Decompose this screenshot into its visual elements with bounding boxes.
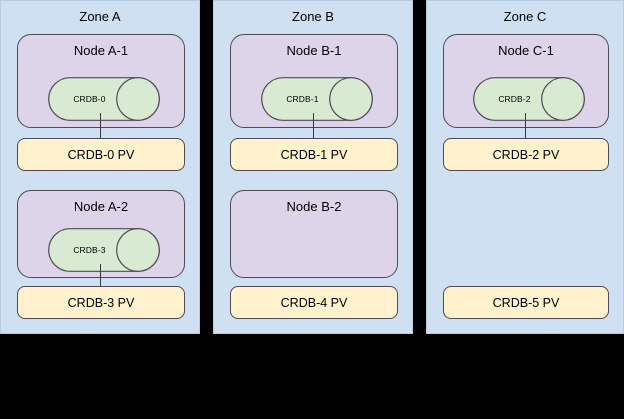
node-b-1-label: Node B-1 [286,43,342,58]
zone-c: Zone C Node C-1 CRDB-2 CRDB-2 PV CRDB-5 … [426,0,624,334]
zone-a: Zone A Node A-1 CRDB-0 CRDB-0 PV Node A-… [0,0,200,334]
node-b-2: Node B-2 [230,190,398,278]
node-a-2-label: Node A-2 [73,199,129,214]
zone-a-title: Zone A [79,9,121,24]
connector-c-1 [525,113,526,139]
pod-crdb-0: CRDB-0 [48,77,160,121]
pv-crdb-1: CRDB-1 PV [230,138,398,171]
zone-b: Zone B Node B-1 CRDB-1 CRDB-1 PV Node B-… [213,0,413,334]
connector-a-2 [100,264,101,286]
pod-crdb-0-label: CRDB-0 [73,94,106,104]
zone-b-title: Zone B [292,9,334,24]
pv-crdb-3-label: CRDB-3 PV [67,295,135,310]
pv-crdb-3: CRDB-3 PV [17,286,185,319]
node-c-1: Node C-1 CRDB-2 [443,34,609,128]
connector-b-1 [313,113,314,139]
pod-crdb-3: CRDB-3 [48,228,160,272]
pv-crdb-0: CRDB-0 PV [17,138,185,171]
pod-crdb-3-label: CRDB-3 [73,245,106,255]
pod-crdb-2-label: CRDB-2 [498,94,531,104]
pod-crdb-1-label: CRDB-1 [286,94,319,104]
node-b-2-label: Node B-2 [286,199,342,214]
pv-crdb-5: CRDB-5 PV [443,286,609,319]
node-b-1: Node B-1 CRDB-1 [230,34,398,128]
node-a-2: Node A-2 CRDB-3 [17,190,185,278]
connector-a-1 [100,113,101,139]
pv-crdb-5-label: CRDB-5 PV [492,295,560,310]
pv-crdb-2-label: CRDB-2 PV [492,147,560,162]
pv-crdb-2: CRDB-2 PV [443,138,609,171]
pv-crdb-0-label: CRDB-0 PV [67,147,135,162]
pv-crdb-4: CRDB-4 PV [230,286,398,319]
pod-crdb-1: CRDB-1 [261,77,373,121]
node-c-1-label: Node C-1 [498,43,554,58]
node-a-1-label: Node A-1 [73,43,129,58]
pv-crdb-1-label: CRDB-1 PV [280,147,348,162]
pod-crdb-2: CRDB-2 [473,77,585,121]
pv-crdb-4-label: CRDB-4 PV [280,295,348,310]
node-a-1: Node A-1 CRDB-0 [17,34,185,128]
zone-c-title: Zone C [503,9,547,24]
